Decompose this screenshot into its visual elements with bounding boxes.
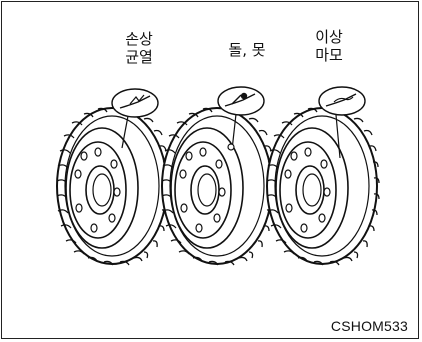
stone-nail-label: 돌, 못 <box>212 41 282 59</box>
tire-icon <box>161 106 275 266</box>
wear-label-line2: 마모 <box>315 46 343 64</box>
abnormal-wear-icon <box>318 86 366 159</box>
abnormal-wear-label: 이상 마모 <box>302 28 356 64</box>
damage-label-line2: 균열 <box>125 48 153 66</box>
figure-code: CSHOM533 <box>330 318 408 334</box>
stone-nail-icon <box>217 86 265 151</box>
damage-label-line1: 손상 <box>125 30 153 48</box>
tire-icon <box>56 106 170 266</box>
cut-damage-icon <box>111 88 159 149</box>
damage-crack-label: 손상 균열 <box>112 30 166 66</box>
wear-label-line1: 이상 <box>315 28 343 46</box>
stone-nail-label-line1: 돌, 못 <box>228 41 266 59</box>
tire-icon <box>266 106 380 266</box>
